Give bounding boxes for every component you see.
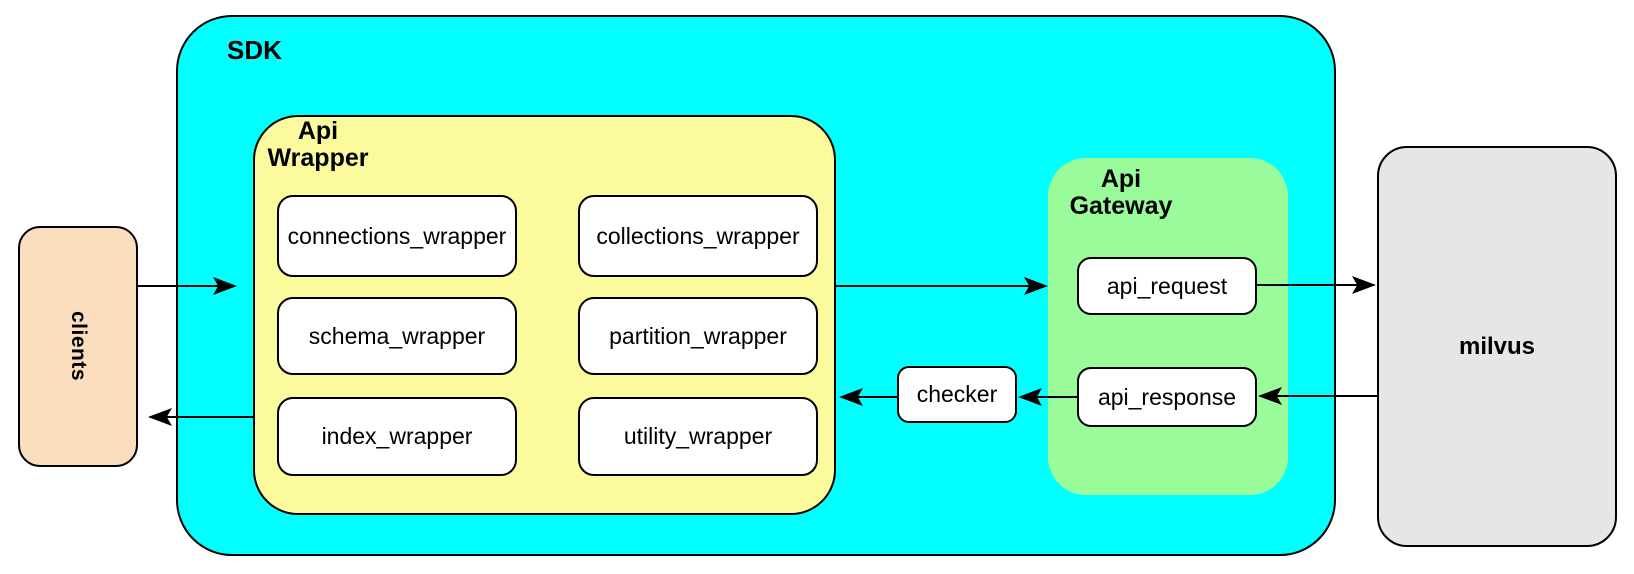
clients-label: clients (67, 311, 90, 382)
api-wrapper-label-line1: Api (297, 117, 339, 145)
milvus-node: milvus (1377, 146, 1617, 547)
api-request-box: api_request (1077, 257, 1257, 315)
sdk-label: SDK (227, 35, 282, 65)
milvus-label: milvus (1458, 332, 1536, 360)
index-wrapper-box: index_wrapper (277, 397, 517, 476)
api-gateway-label-line1: Api (1100, 165, 1142, 193)
schema-wrapper-box: schema_wrapper (277, 297, 517, 375)
api-gateway-label-line2: Gateway (1069, 192, 1173, 220)
collections-wrapper-box: collections_wrapper (578, 195, 818, 277)
api-gateway-container (1048, 158, 1288, 495)
api-wrapper-label-line2: Wrapper (267, 144, 369, 172)
clients-node: clients (18, 226, 138, 467)
utility-wrapper-box: utility_wrapper (578, 397, 818, 476)
api-response-box: api_response (1077, 367, 1257, 427)
partition-wrapper-box: partition_wrapper (578, 297, 818, 375)
checker-box: checker (897, 366, 1017, 423)
connections-wrapper-box: connections_wrapper (277, 195, 517, 277)
